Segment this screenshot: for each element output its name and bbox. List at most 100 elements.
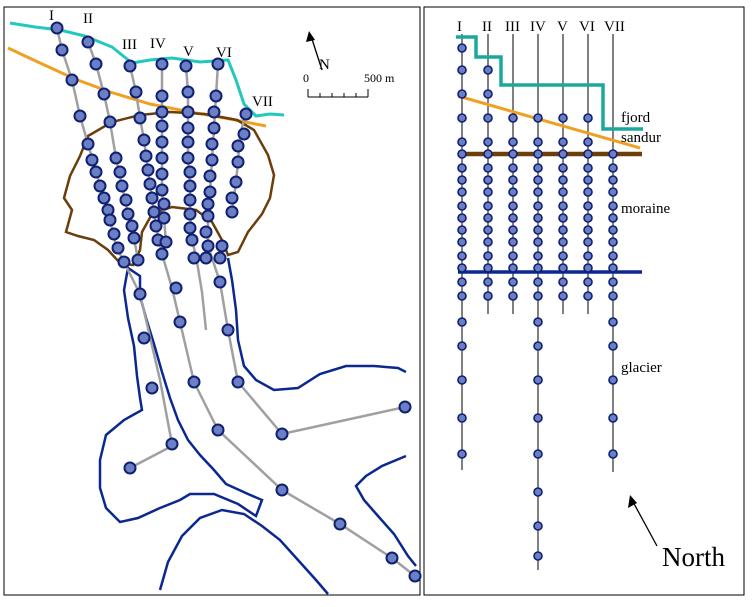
schematic-station <box>558 187 568 197</box>
map-station <box>181 135 195 149</box>
schematic-station <box>533 375 543 385</box>
schematic-station <box>508 251 518 261</box>
zone-label-glacier: glacier <box>621 360 662 376</box>
map-station <box>213 275 227 289</box>
map-station <box>231 155 245 169</box>
schematic-station <box>457 225 467 235</box>
map-station <box>215 239 229 253</box>
map-station <box>147 205 161 219</box>
schematic-station <box>483 113 493 123</box>
schematic-panel: I II III IV V VI VII fjord sandur morain… <box>456 19 725 572</box>
schematic-station <box>483 65 493 75</box>
map-station <box>229 175 243 189</box>
schematic-station <box>583 251 593 261</box>
map-station <box>123 461 137 475</box>
schematic-north-arrow-icon <box>628 495 637 508</box>
sandur-line <box>457 94 641 150</box>
schematic-station <box>508 277 518 287</box>
schematic-station <box>533 341 543 351</box>
schematic-profile-label-3: III <box>505 19 520 35</box>
map-station <box>145 381 159 395</box>
schematic-station <box>533 521 543 531</box>
schematic-station <box>483 225 493 235</box>
schematic-station <box>533 449 543 459</box>
map-station <box>225 205 239 219</box>
schematic-station <box>508 237 518 247</box>
map-station <box>231 139 245 153</box>
schematic-station <box>483 291 493 301</box>
map-station <box>137 331 151 345</box>
schematic-station <box>457 317 467 327</box>
schematic-station <box>608 175 618 185</box>
zone-label-fjord: fjord <box>621 110 651 126</box>
map-station <box>155 119 169 133</box>
map-station <box>183 193 197 207</box>
schematic-station <box>558 113 568 123</box>
map-station <box>97 87 111 101</box>
map-profile-branch <box>129 444 173 470</box>
schematic-station <box>533 149 543 159</box>
schematic-station <box>483 237 493 247</box>
schematic-station <box>457 175 467 185</box>
map-station <box>73 109 87 123</box>
glacier-margin-south <box>354 454 417 567</box>
map-scale-bar <box>307 89 369 98</box>
schematic-station <box>558 201 568 211</box>
schematic-station <box>583 263 593 273</box>
map-station <box>89 57 103 71</box>
schematic-profile-label-2: II <box>482 19 492 35</box>
schematic-station <box>558 175 568 185</box>
map-station <box>131 253 145 267</box>
schematic-station <box>508 263 518 273</box>
map-panel: I II III IV V VI VII N 0 500 m <box>7 8 422 595</box>
schematic-station <box>608 413 618 423</box>
schematic-station <box>457 413 467 423</box>
schematic-station <box>583 175 593 185</box>
schematic-station <box>608 277 618 287</box>
map-station <box>213 251 227 265</box>
map-station <box>275 483 289 497</box>
schematic-station <box>608 187 618 197</box>
schematic-station <box>533 213 543 223</box>
schematic-station <box>508 137 518 147</box>
map-station <box>93 179 107 193</box>
map-station <box>107 227 121 241</box>
schematic-station <box>608 291 618 301</box>
schematic-station <box>608 149 618 159</box>
schematic-north-label: North <box>662 542 725 572</box>
schematic-stations <box>457 43 618 561</box>
glacier-margin-lower <box>158 508 329 595</box>
map-station <box>201 239 215 253</box>
map-station <box>121 207 135 221</box>
schematic-station <box>558 137 568 147</box>
map-station <box>111 241 125 255</box>
map-station <box>408 569 422 583</box>
schematic-profile-label-1: I <box>457 19 462 35</box>
map-station <box>205 153 219 167</box>
map-station <box>157 197 171 211</box>
map-station <box>333 517 347 531</box>
map-station <box>117 255 131 269</box>
schematic-station <box>558 277 568 287</box>
schematic-station <box>457 201 467 211</box>
map-station <box>183 165 197 179</box>
schematic-station <box>583 277 593 287</box>
schematic-station <box>533 413 543 423</box>
schematic-station <box>508 225 518 235</box>
map-station <box>199 251 213 265</box>
map-station <box>211 57 225 71</box>
schematic-station <box>583 113 593 123</box>
schematic-station <box>608 375 618 385</box>
map-profile-label-4: IV <box>150 36 166 52</box>
schematic-station <box>483 175 493 185</box>
schematic-station <box>483 137 493 147</box>
map-station <box>221 323 235 337</box>
schematic-station <box>533 263 543 273</box>
map-station <box>145 191 159 205</box>
map-station <box>141 163 155 177</box>
map-station <box>139 149 153 163</box>
map-station <box>181 105 195 119</box>
map-station <box>181 151 195 165</box>
map-station <box>97 191 111 205</box>
